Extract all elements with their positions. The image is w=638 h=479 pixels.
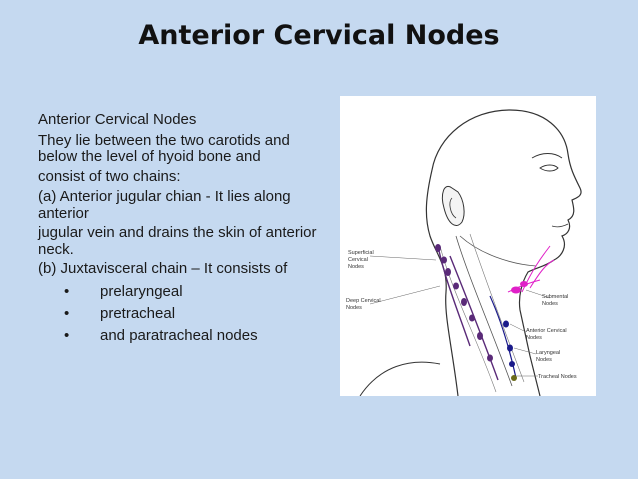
submental-vessels <box>507 245 555 293</box>
label-tracheal: Tracheal Nodes <box>538 374 577 380</box>
body-line: They lie between the two carotids and be… <box>38 131 290 165</box>
slide-title: Anterior Cervical Nodes <box>138 20 500 51</box>
head-outline <box>431 109 582 396</box>
head-neck-drawing: Superficial Cervical Nodes Deep Cervical… <box>346 109 582 396</box>
label-laryngeal-line1: Laryngeal <box>536 350 560 356</box>
body-line: (b) Juxtavisceral chain – It consists of <box>38 260 288 277</box>
body-line: consist of two chains: <box>38 167 181 185</box>
tracheal-node <box>511 375 517 381</box>
submental-node-cluster <box>511 281 528 294</box>
anterior-node-cluster <box>503 320 515 367</box>
label-anterior-line2: Nodes <box>526 335 542 341</box>
label-submental-line1: Submental <box>542 294 568 300</box>
deep-cervical-node-cluster <box>435 244 493 362</box>
ear-outline <box>441 186 465 226</box>
body-line: Anterior Cervical Nodes <box>38 111 197 128</box>
shoulder-outline <box>359 361 441 396</box>
jaw-line <box>459 235 537 267</box>
label-leader-lines <box>369 255 551 377</box>
label-deep-line2: Nodes <box>346 305 362 311</box>
eyebrow <box>531 153 563 159</box>
lymph-vessel-anterior <box>489 295 517 379</box>
bullet-item: prelaryngeal <box>38 282 328 304</box>
label-deep-line1: Deep Cervical <box>346 298 381 304</box>
bullet-item: pretracheal <box>38 304 328 326</box>
neck-lymph-node-illustration: Superficial Cervical Nodes Deep Cervical… <box>340 96 596 396</box>
label-superficial-line3: Nodes <box>348 264 364 270</box>
lymph-vessel-superficial <box>437 245 471 347</box>
body-text: Anterior Cervical Nodes They lie between… <box>38 111 328 348</box>
label-submental-line2: Nodes <box>542 301 558 307</box>
mouth <box>551 223 569 228</box>
ear-inner <box>449 197 457 219</box>
label-laryngeal-line2: Nodes <box>536 357 552 363</box>
label-superficial-line1: Superficial <box>348 250 374 256</box>
bullet-list: prelaryngeal pretracheal and paratrachea… <box>38 282 328 348</box>
body-line: (a) Anterior jugular chian - It lies alo… <box>38 188 291 222</box>
label-superficial-line2: Cervical <box>348 257 368 263</box>
eye <box>539 164 559 172</box>
neck-muscle-outline <box>455 235 513 387</box>
bullet-item: and paratracheal nodes <box>38 326 328 348</box>
body-line: jugular vein and drains the skin of ante… <box>38 224 317 258</box>
label-anterior-line1: Anterior Cervical <box>526 328 567 334</box>
